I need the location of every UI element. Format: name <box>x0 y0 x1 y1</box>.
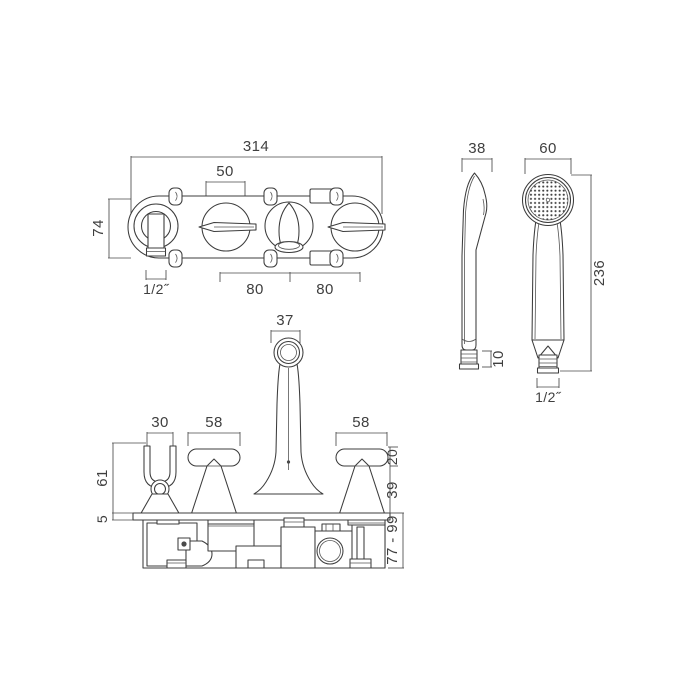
view-handset-side: 38 10 <box>458 140 507 370</box>
mounting-tab <box>263 249 278 268</box>
dimension-label-50: 50 <box>216 163 234 180</box>
dimension-label-half-inch-handset: 1/2˝ <box>535 389 562 405</box>
spout-pinhole <box>286 460 291 464</box>
dimension-label-39: 39 <box>384 481 401 499</box>
dimension-label-74: 74 <box>90 219 107 237</box>
handset-front-collar <box>536 354 560 374</box>
dimension-58-right <box>335 432 388 446</box>
dimension-label-314: 314 <box>243 138 269 155</box>
left-lever-handle-front <box>198 202 257 252</box>
dimension-61-5 <box>112 442 146 521</box>
mounting-tab <box>168 187 183 206</box>
dimension-30 <box>146 432 174 446</box>
dimension-label-38: 38 <box>468 140 486 157</box>
dimension-half-inch-top <box>145 270 167 280</box>
dimension-label-60: 60 <box>539 140 557 157</box>
view-handset-front: 60 236 <box>521 140 608 405</box>
mounting-tab <box>329 187 344 206</box>
dimension-74 <box>108 198 131 259</box>
dimension-overall-width-314 <box>130 156 383 214</box>
dimension-label-77-99: 77 - 99 <box>384 515 401 565</box>
dimension-label-10: 10 <box>490 350 507 368</box>
handset-holder-section <box>139 445 181 516</box>
dimension-label-37: 37 <box>276 312 294 329</box>
right-handle-section <box>335 448 389 516</box>
dimension-label-61: 61 <box>94 469 111 487</box>
dimension-label-30: 30 <box>151 414 169 431</box>
view-front-plate: 314 50 74 <box>90 138 386 298</box>
right-lever-handle-front <box>327 202 386 252</box>
dimension-label-20: 20 <box>384 449 400 465</box>
dimension-80-pair <box>219 272 361 282</box>
dimension-10 <box>482 350 492 368</box>
dimension-label-58-right: 58 <box>352 414 370 431</box>
dimension-60 <box>524 158 572 174</box>
mounting-tab <box>168 249 183 268</box>
wall-plate-section <box>132 512 391 521</box>
dimension-50 <box>205 181 246 196</box>
dimension-half-inch-handset <box>536 378 560 388</box>
spray-centre <box>545 197 551 203</box>
left-handle-section <box>187 448 241 516</box>
dimension-20-39-77-99 <box>388 446 404 569</box>
dimension-label-236: 236 <box>591 260 608 286</box>
dimension-label-80-left: 80 <box>246 281 264 298</box>
handset-holder-front <box>133 203 179 257</box>
handset-front-base-cone <box>531 339 565 359</box>
valve-port-marker <box>181 541 187 547</box>
view-valve-section: 37 30 58 58 <box>94 312 404 569</box>
dimension-label-5: 5 <box>94 515 110 523</box>
mounting-tabs-top <box>168 187 344 206</box>
dimension-label-half-inch-top: 1/2˝ <box>143 281 170 297</box>
dimension-38 <box>461 158 493 172</box>
mounting-tab <box>263 187 278 206</box>
mounting-tab <box>329 249 344 268</box>
dimension-37 <box>270 330 301 343</box>
valve-body-section <box>142 517 386 569</box>
dimension-label-58-left: 58 <box>205 414 223 431</box>
mounting-tabs-bottom <box>168 249 344 268</box>
dimension-236 <box>560 174 592 372</box>
dimension-label-80-right: 80 <box>316 281 334 298</box>
handset-front-stem <box>531 214 565 341</box>
dimension-58-left <box>187 432 241 446</box>
outlet-spout-front <box>264 201 314 254</box>
handset-side-collar <box>458 349 480 370</box>
outlet-spout-section <box>253 337 324 495</box>
